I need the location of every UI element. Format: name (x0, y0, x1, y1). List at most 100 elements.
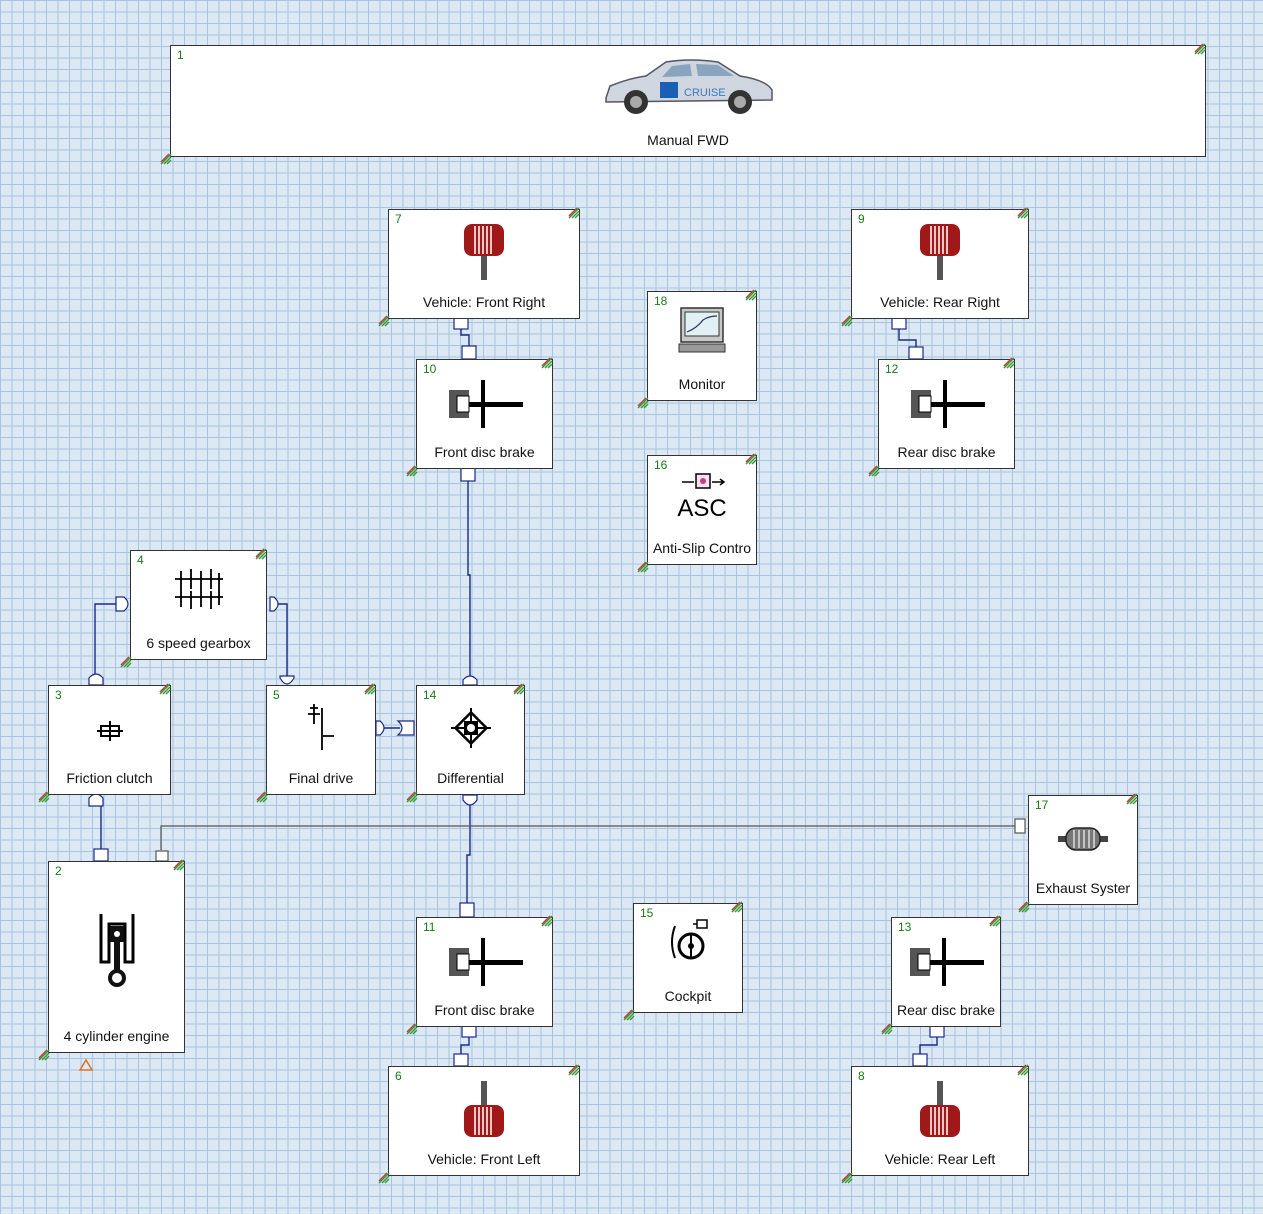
component-brake-rear-left[interactable]: 13 Rear disc brake (881, 914, 1002, 1035)
corner-resize-icon[interactable] (1016, 206, 1030, 220)
corner-resize-icon[interactable] (744, 288, 758, 302)
corner-resize-icon[interactable] (159, 152, 173, 166)
port-brake-rl-bottom (929, 1025, 945, 1038)
wire-wheel-brake-rr (898, 323, 917, 350)
component-wheel-front-right[interactable]: 7 Vehicle: Front Right (378, 206, 581, 327)
component-number: 14 (423, 688, 437, 702)
component-label: 6 speed gearbox (146, 635, 251, 651)
corner-resize-icon[interactable] (540, 914, 554, 928)
port-wheel-rl-top (912, 1053, 928, 1067)
component-brake-front-left[interactable]: 11 Front disc brake (406, 914, 554, 1035)
corner-resize-icon[interactable] (1017, 900, 1031, 914)
port-clutch-bottom (88, 793, 104, 807)
corner-resize-icon[interactable] (1002, 356, 1016, 370)
corner-resize-icon[interactable] (37, 790, 51, 804)
wire-engine-exhaust (160, 825, 1015, 850)
corner-resize-icon[interactable] (1125, 792, 1139, 806)
component-label: Monitor (678, 376, 726, 392)
port-clutch-top (88, 673, 104, 686)
corner-resize-icon[interactable] (840, 314, 854, 328)
corner-resize-icon[interactable] (567, 1063, 581, 1077)
corner-resize-icon[interactable] (377, 1171, 391, 1185)
corner-resize-icon[interactable] (37, 1048, 51, 1062)
component-label: Manual FWD (647, 132, 729, 148)
component-label: Friction clutch (66, 770, 153, 786)
car-icon: CRUISE (605, 59, 773, 114)
component-brake-rear-right[interactable]: 12 Rear disc brake (868, 356, 1016, 477)
gearbox-icon (174, 569, 223, 609)
exhaust-icon (1058, 827, 1108, 851)
component-label: Cockpit (664, 988, 712, 1004)
corner-resize-icon[interactable] (622, 1008, 636, 1022)
corner-resize-icon[interactable] (567, 206, 581, 220)
component-gearbox[interactable]: 4 6 speed gearbox (120, 547, 268, 668)
component-label: Anti-Slip Contro (652, 540, 752, 556)
corner-resize-icon[interactable] (119, 655, 133, 669)
corner-resize-icon[interactable] (636, 396, 650, 410)
wheel-icon (920, 224, 960, 280)
corner-resize-icon[interactable] (405, 790, 419, 804)
final-drive-icon (308, 704, 334, 750)
port-engine-top (93, 848, 109, 862)
disc-brake-icon (910, 380, 985, 428)
port-wheel-fr-bottom (453, 317, 469, 330)
component-label: Rear disc brake (896, 1002, 996, 1018)
corner-resize-icon[interactable] (405, 464, 419, 478)
corner-resize-icon[interactable] (363, 682, 377, 696)
component-label: Vehicle: Front Left (427, 1151, 541, 1167)
engine-mount-marker (78, 1058, 94, 1071)
wheel-icon (464, 224, 504, 280)
component-brake-front-right[interactable]: 10 Front disc brake (406, 356, 554, 477)
port-brake-rr-top (908, 346, 924, 360)
corner-resize-icon[interactable] (377, 314, 391, 328)
corner-resize-icon[interactable] (255, 790, 269, 804)
vehicle-block[interactable]: 1 CRUISE Manual FWD (160, 42, 1207, 165)
wire-engine-clutch (95, 792, 102, 850)
component-clutch[interactable]: 3 Friction clutch (38, 682, 172, 803)
corner-resize-icon[interactable] (744, 452, 758, 466)
component-wheel-front-left[interactable]: 6 Vehicle: Front Left (378, 1063, 581, 1184)
corner-resize-icon[interactable] (158, 682, 172, 696)
component-cockpit[interactable]: 15 Cockpit (623, 900, 744, 1021)
component-engine[interactable]: 2 4 cylinder engine (38, 858, 186, 1061)
component-label: Vehicle: Rear Right (880, 294, 1000, 310)
corner-resize-icon[interactable] (172, 858, 186, 872)
corner-resize-icon[interactable] (880, 1022, 894, 1036)
component-number: 1 (177, 48, 184, 62)
corner-resize-icon[interactable] (867, 464, 881, 478)
component-anti-slip-control[interactable]: 16 ASC Anti-Slip Contro (637, 452, 758, 573)
wire-gearbox-finaldrive (270, 603, 288, 682)
component-number: 7 (395, 212, 402, 226)
disc-brake-icon (910, 938, 984, 986)
corner-resize-icon[interactable] (1016, 1063, 1030, 1077)
component-number: 2 (55, 864, 62, 878)
corner-resize-icon[interactable] (730, 900, 744, 914)
port-brake-fr-bottom (460, 466, 476, 482)
component-monitor[interactable]: 18 Monitor (637, 288, 758, 409)
port-diff-bottom (462, 794, 478, 806)
component-number: 13 (898, 920, 912, 934)
corner-resize-icon[interactable] (512, 682, 526, 696)
corner-resize-icon[interactable] (540, 356, 554, 370)
component-wheel-rear-left[interactable]: 8 Vehicle: Rear Left (841, 1063, 1030, 1184)
port-gearbox-right (269, 596, 279, 612)
component-number: 8 (858, 1069, 865, 1083)
component-number: 5 (273, 688, 280, 702)
component-final-drive[interactable]: 5 Final drive (256, 682, 377, 803)
corner-resize-icon[interactable] (636, 560, 650, 574)
corner-resize-icon[interactable] (988, 914, 1002, 928)
component-differential[interactable]: 14 Differential (406, 682, 526, 803)
component-wheel-rear-right[interactable]: 9 Vehicle: Rear Right (841, 206, 1030, 327)
corner-resize-icon[interactable] (840, 1171, 854, 1185)
component-number: 15 (640, 906, 654, 920)
corner-resize-icon[interactable] (405, 1022, 419, 1036)
asc-icon: ASC (677, 473, 727, 520)
component-number: 16 (654, 458, 668, 472)
corner-resize-icon[interactable] (254, 547, 268, 561)
disc-brake-icon (448, 938, 523, 986)
component-exhaust-system[interactable]: 17 Exhaust Syster (1018, 792, 1139, 913)
corner-resize-icon[interactable] (1193, 42, 1207, 56)
monitor-icon (678, 307, 726, 353)
component-label: 4 cylinder engine (63, 1028, 170, 1044)
